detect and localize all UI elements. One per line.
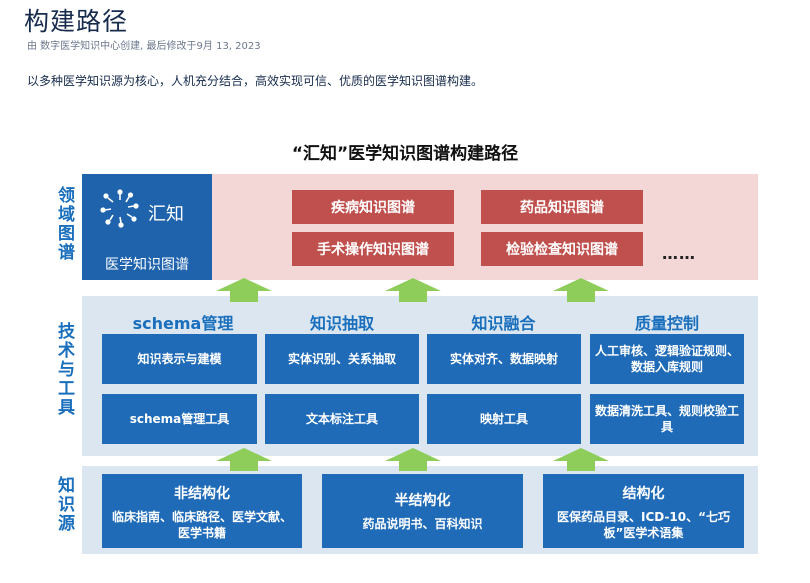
row-label-tech: 技术与工具 [54, 322, 74, 417]
tech-head-fusion: 知识融合 [471, 314, 536, 333]
tech-head-schema: schema管理 [132, 314, 234, 333]
up-arrow-icon [553, 448, 609, 471]
domain-graph-lab-exam: 检验检查知识图谱 [481, 232, 643, 266]
tech-method-extraction: 实体识别、关系抽取 [265, 334, 419, 384]
source-text: 医保药品目录、ICD-10、“七巧板”医学术语集 [556, 510, 731, 540]
radial-dots-logo-icon [100, 189, 139, 228]
page-byline: 由 数字医学知识中心创建, 最后修改于9月 13, 2023 [27, 41, 261, 52]
source-structured: 结构化 医保药品目录、ICD-10、“七巧板”医学术语集 [543, 474, 744, 548]
tech-method-fusion: 实体对齐、数据映射 [427, 334, 581, 384]
tech-head-extraction: 知识抽取 [309, 314, 374, 333]
up-arrow-icon [216, 278, 272, 302]
diagram-title: “汇知”医学知识图谱构建路径 [291, 144, 519, 164]
tech-method-schema: 知识表示与建模 [102, 334, 257, 384]
source-head: 非结构化 [174, 486, 230, 502]
domain-graph-disease: 疾病知识图谱 [292, 190, 454, 224]
page-title: 构建路径 [24, 7, 129, 36]
up-arrow-icon [553, 278, 609, 302]
up-arrow-icon [216, 448, 272, 471]
source-head: 结构化 [622, 486, 665, 502]
source-head: 半结构化 [394, 493, 451, 509]
tech-tool-cleaning: 数据清洗工具、规则校验工具 [590, 394, 744, 444]
source-semistructured: 半结构化 药品说明书、百科知识 [322, 474, 523, 548]
domain-graph-surgery: 手术操作知识图谱 [292, 232, 454, 266]
source-text: 药品说明书、百科知识 [362, 517, 483, 531]
huizhi-logo-box: 汇知 医学知识图谱 [82, 174, 212, 280]
tech-method-quality: 人工审核、逻辑验证规则、数据入库规则 [590, 334, 744, 384]
tech-head-quality: 质量控制 [634, 314, 699, 333]
logo-caption: 医学知识图谱 [105, 257, 189, 273]
up-arrow-icon [385, 448, 441, 471]
up-arrow-icon [385, 278, 441, 302]
page-intro: 以多种医学知识源为核心，人机充分结合，高效实现可信、优质的医学知识图谱构建。 [27, 74, 484, 88]
tech-tool-mapping: 映射工具 [427, 394, 581, 444]
tech-tool-annotation: 文本标注工具 [265, 394, 419, 444]
source-unstructured: 非结构化 临床指南、临床路径、医学文献、医学书籍 [102, 474, 302, 548]
row-label-source: 知识源 [54, 476, 74, 533]
row-label-domain: 领域图谱 [54, 186, 74, 262]
domain-graph-drug: 药品知识图谱 [481, 190, 643, 224]
more-ellipsis: …… [662, 244, 696, 263]
logo-word: 汇知 [148, 204, 184, 225]
tech-tool-schema: schema管理工具 [102, 394, 257, 444]
source-text: 临床指南、临床路径、医学文献、医学书籍 [111, 510, 292, 540]
